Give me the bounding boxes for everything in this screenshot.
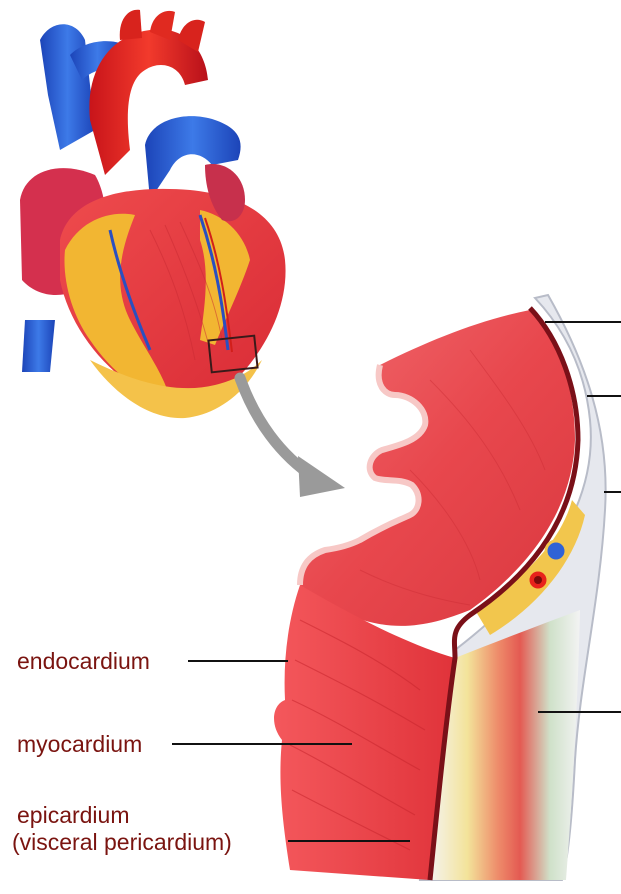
label-visceral-pericardium: (visceral pericardium) bbox=[12, 829, 232, 855]
coronary-vein-section bbox=[546, 541, 566, 561]
inferior-vena-cava bbox=[22, 320, 55, 372]
label-endocardium: endocardium bbox=[17, 648, 150, 674]
zoom-arrow bbox=[240, 378, 345, 497]
heart-wall-section bbox=[274, 295, 606, 880]
label-myocardium: myocardium bbox=[17, 731, 142, 757]
superior-vena-cava bbox=[40, 24, 95, 150]
aortic-branch-1 bbox=[120, 10, 142, 40]
myocardium-front-face bbox=[274, 585, 455, 880]
label-epicardium: epicardium bbox=[17, 802, 130, 828]
heart-illustration bbox=[20, 10, 286, 418]
